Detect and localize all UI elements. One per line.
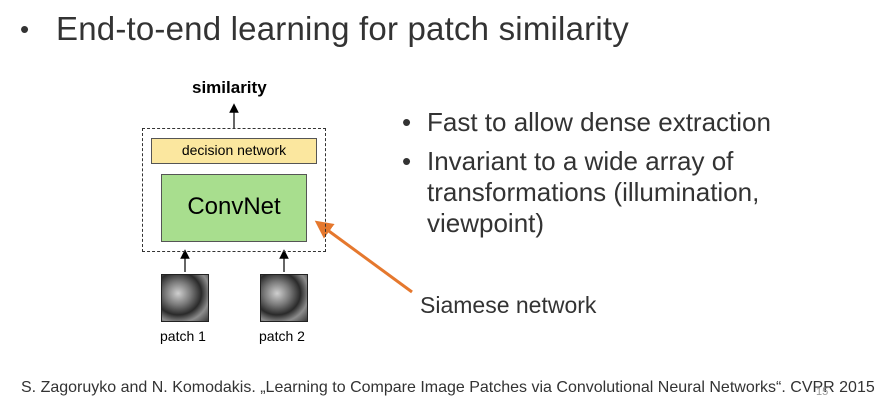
siamese-callout-arrow xyxy=(314,220,413,294)
point-1-text: Fast to allow dense extraction xyxy=(427,107,771,137)
point-2-text-line1: Invariant to a wide array of xyxy=(427,146,734,176)
page-number: 15 xyxy=(816,386,829,398)
patch-1-label: patch 1 xyxy=(160,328,206,344)
point-2-text-line2: transformations (illumination, xyxy=(427,177,760,207)
point-1-bullet: • xyxy=(402,107,412,137)
title-bullet: • xyxy=(20,14,30,44)
similarity-output-label: similarity xyxy=(192,78,267,97)
point-2-text-line3: viewpoint) xyxy=(427,208,545,238)
slide-title: End-to-end learning for patch similarity xyxy=(56,10,629,47)
siamese-network-boundary xyxy=(142,128,326,252)
decision-network-box: decision network xyxy=(151,138,317,164)
patch-2-image xyxy=(260,274,308,322)
patch-1-image xyxy=(161,274,209,322)
convnet-box: ConvNet xyxy=(161,174,307,242)
siamese-network-label: Siamese network xyxy=(420,292,597,318)
citation: S. Zagoruyko and N. Komodakis. „Learning… xyxy=(21,379,875,396)
point-2-bullet: • xyxy=(402,146,412,176)
patch-2-label: patch 2 xyxy=(259,328,305,344)
